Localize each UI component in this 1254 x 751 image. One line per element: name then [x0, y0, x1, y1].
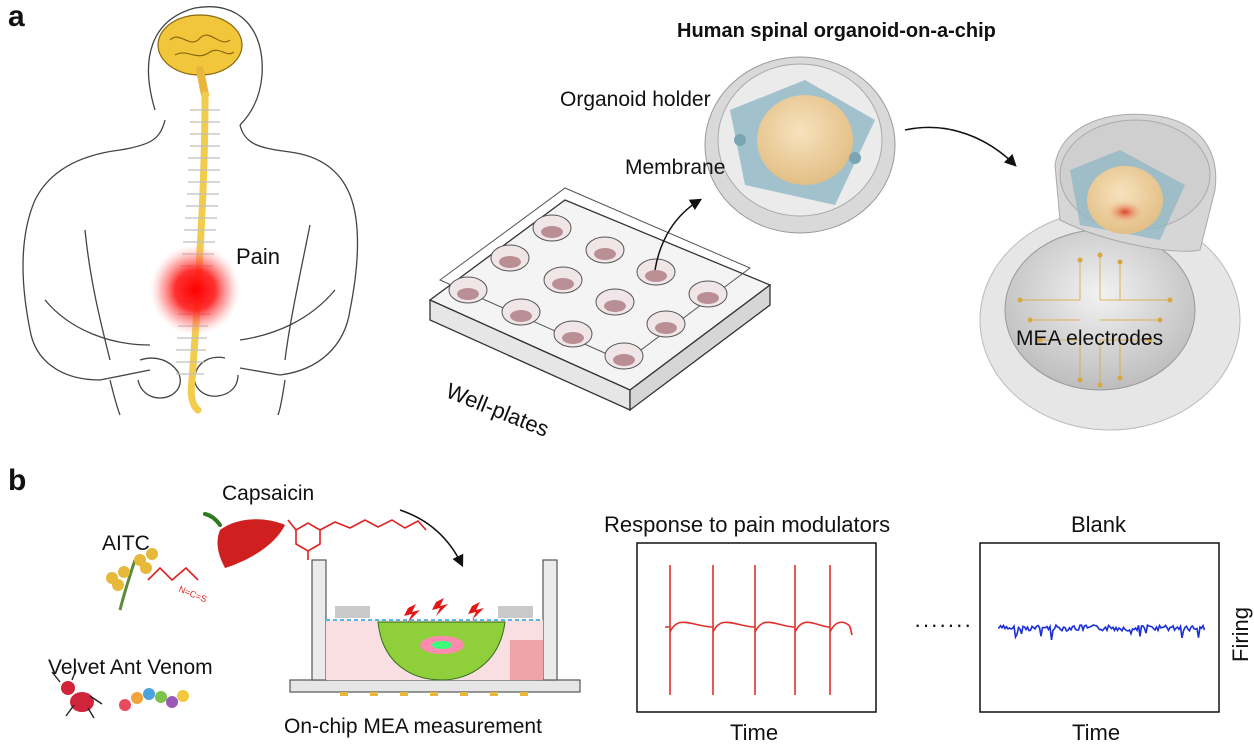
measurement-label: On-chip MEA measurement — [284, 715, 542, 738]
response-spike-trace — [665, 565, 853, 695]
chili-pepper-icon — [203, 512, 285, 568]
velvet-ant-icon — [51, 669, 103, 719]
response-xlabel: Time — [730, 720, 779, 745]
baseline-trace-line — [997, 623, 1206, 641]
human-back-illustration — [22, 6, 359, 416]
arrow-to-mea — [904, 126, 1017, 167]
well-plate-illustration — [428, 187, 772, 412]
membrane-label: Membrane — [625, 156, 726, 179]
response-title: Response to pain modulators — [604, 512, 891, 537]
aitc-structure-icon — [147, 566, 199, 582]
spike-trace-line — [665, 565, 853, 695]
blank-baseline-trace — [997, 623, 1206, 641]
mea-dish-illustration — [979, 113, 1241, 431]
blank-title: Blank — [1071, 512, 1127, 537]
velvet-ant-venom-label: Velvet Ant Venom — [48, 656, 213, 679]
organoid-holder-label: Organoid holder — [560, 88, 711, 111]
peptide-chain-icon — [119, 688, 189, 711]
panel-a-title: Human spinal organoid-on-a-chip — [677, 20, 996, 42]
ellipsis-label: ······· — [914, 612, 973, 637]
blank-xlabel: Time — [1072, 720, 1121, 745]
arrow-to-holder — [654, 198, 703, 271]
mea-chamber-illustration — [289, 559, 581, 696]
mustard-plant-icon — [106, 548, 158, 611]
mea-electrodes-label: MEA electrodes — [1016, 327, 1164, 350]
panel-a-letter: a — [8, 0, 25, 33]
response-chart-frame — [636, 542, 877, 713]
panel-b-letter: b — [8, 464, 27, 497]
blank-chart-frame — [979, 542, 1220, 713]
pain-label: Pain — [236, 244, 281, 269]
arrow-to-chamber — [399, 509, 464, 568]
capsaicin-label: Capsaicin — [222, 482, 315, 505]
brain-icon — [157, 14, 243, 99]
capsaicin-structure-icon — [287, 519, 427, 560]
aitc-label: AITC — [102, 532, 150, 555]
firing-label: Firing — [1228, 606, 1253, 662]
organoid-holder-illustration — [704, 56, 896, 234]
